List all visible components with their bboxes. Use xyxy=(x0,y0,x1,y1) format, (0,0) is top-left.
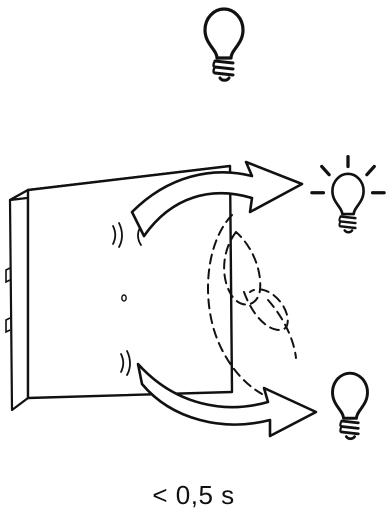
lightbulb-off-icon xyxy=(331,371,369,441)
press-duration-label: < 0,5 s xyxy=(152,480,235,510)
hand-outline-dashed xyxy=(207,214,297,395)
curved-arrow-down xyxy=(136,362,318,438)
lightbulb-off-icon xyxy=(203,7,245,82)
wall-switch xyxy=(5,164,234,412)
curved-arrow-up xyxy=(130,160,304,238)
lightbulb-on-icon xyxy=(310,155,386,234)
